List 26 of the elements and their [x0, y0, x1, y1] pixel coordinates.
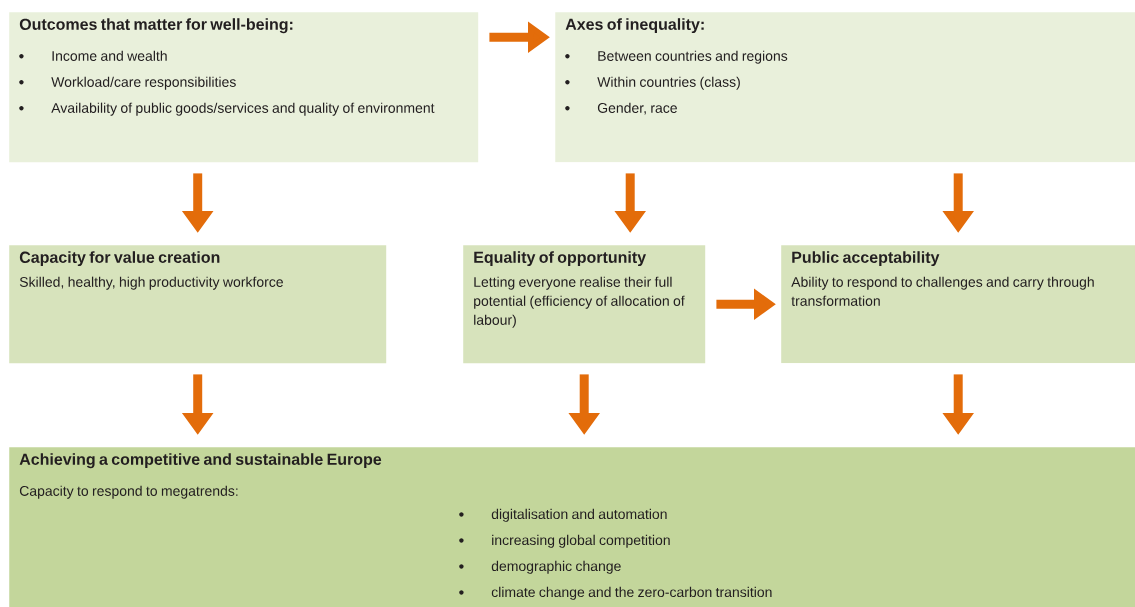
bullet-item: demographic change: [459, 560, 621, 574]
heading: Axes of inequality:: [565, 18, 704, 34]
bullet-item: Income and wealth: [19, 50, 167, 61]
bullet-item: Between countries and regions: [565, 50, 788, 64]
heading: Public acceptability: [792, 251, 940, 267]
bullet-item: climate change and the zero-carbon transition: [459, 586, 772, 600]
body-text: Skilled, healthy, high productivity workforce: [19, 276, 283, 290]
bullet-item: increasing global competition: [459, 534, 670, 548]
text-box: [463, 245, 706, 364]
text-box: [9, 12, 479, 163]
heading: Outcomes that matter for well-being:: [19, 18, 293, 34]
body-text: Letting everyone realise their full potential (efficiency of allocation of labour): [474, 276, 685, 328]
heading: Capacity for value creation: [19, 251, 220, 267]
body-text: Capacity to respond to megatrends:: [19, 485, 238, 499]
bullet-item: Within countries (class): [565, 76, 740, 90]
bullet-item: Gender, race: [565, 102, 677, 115]
text-box: [555, 12, 1135, 163]
bullet-item: Availability of public goods/services and quality of environment: [19, 102, 435, 116]
text-box: [781, 245, 1135, 364]
body-text: Ability to respond to challenges and carry through transformation: [791, 276, 1094, 306]
bullet-item: Workload/care responsibilities: [19, 76, 236, 90]
text-box: [9, 245, 387, 364]
heading: Equality of opportunity: [474, 251, 646, 267]
heading: Achieving a competitive and sustainable Europe: [19, 453, 382, 469]
bullet-item: digitalisation and automation: [459, 508, 667, 522]
text-box: [9, 447, 1135, 607]
